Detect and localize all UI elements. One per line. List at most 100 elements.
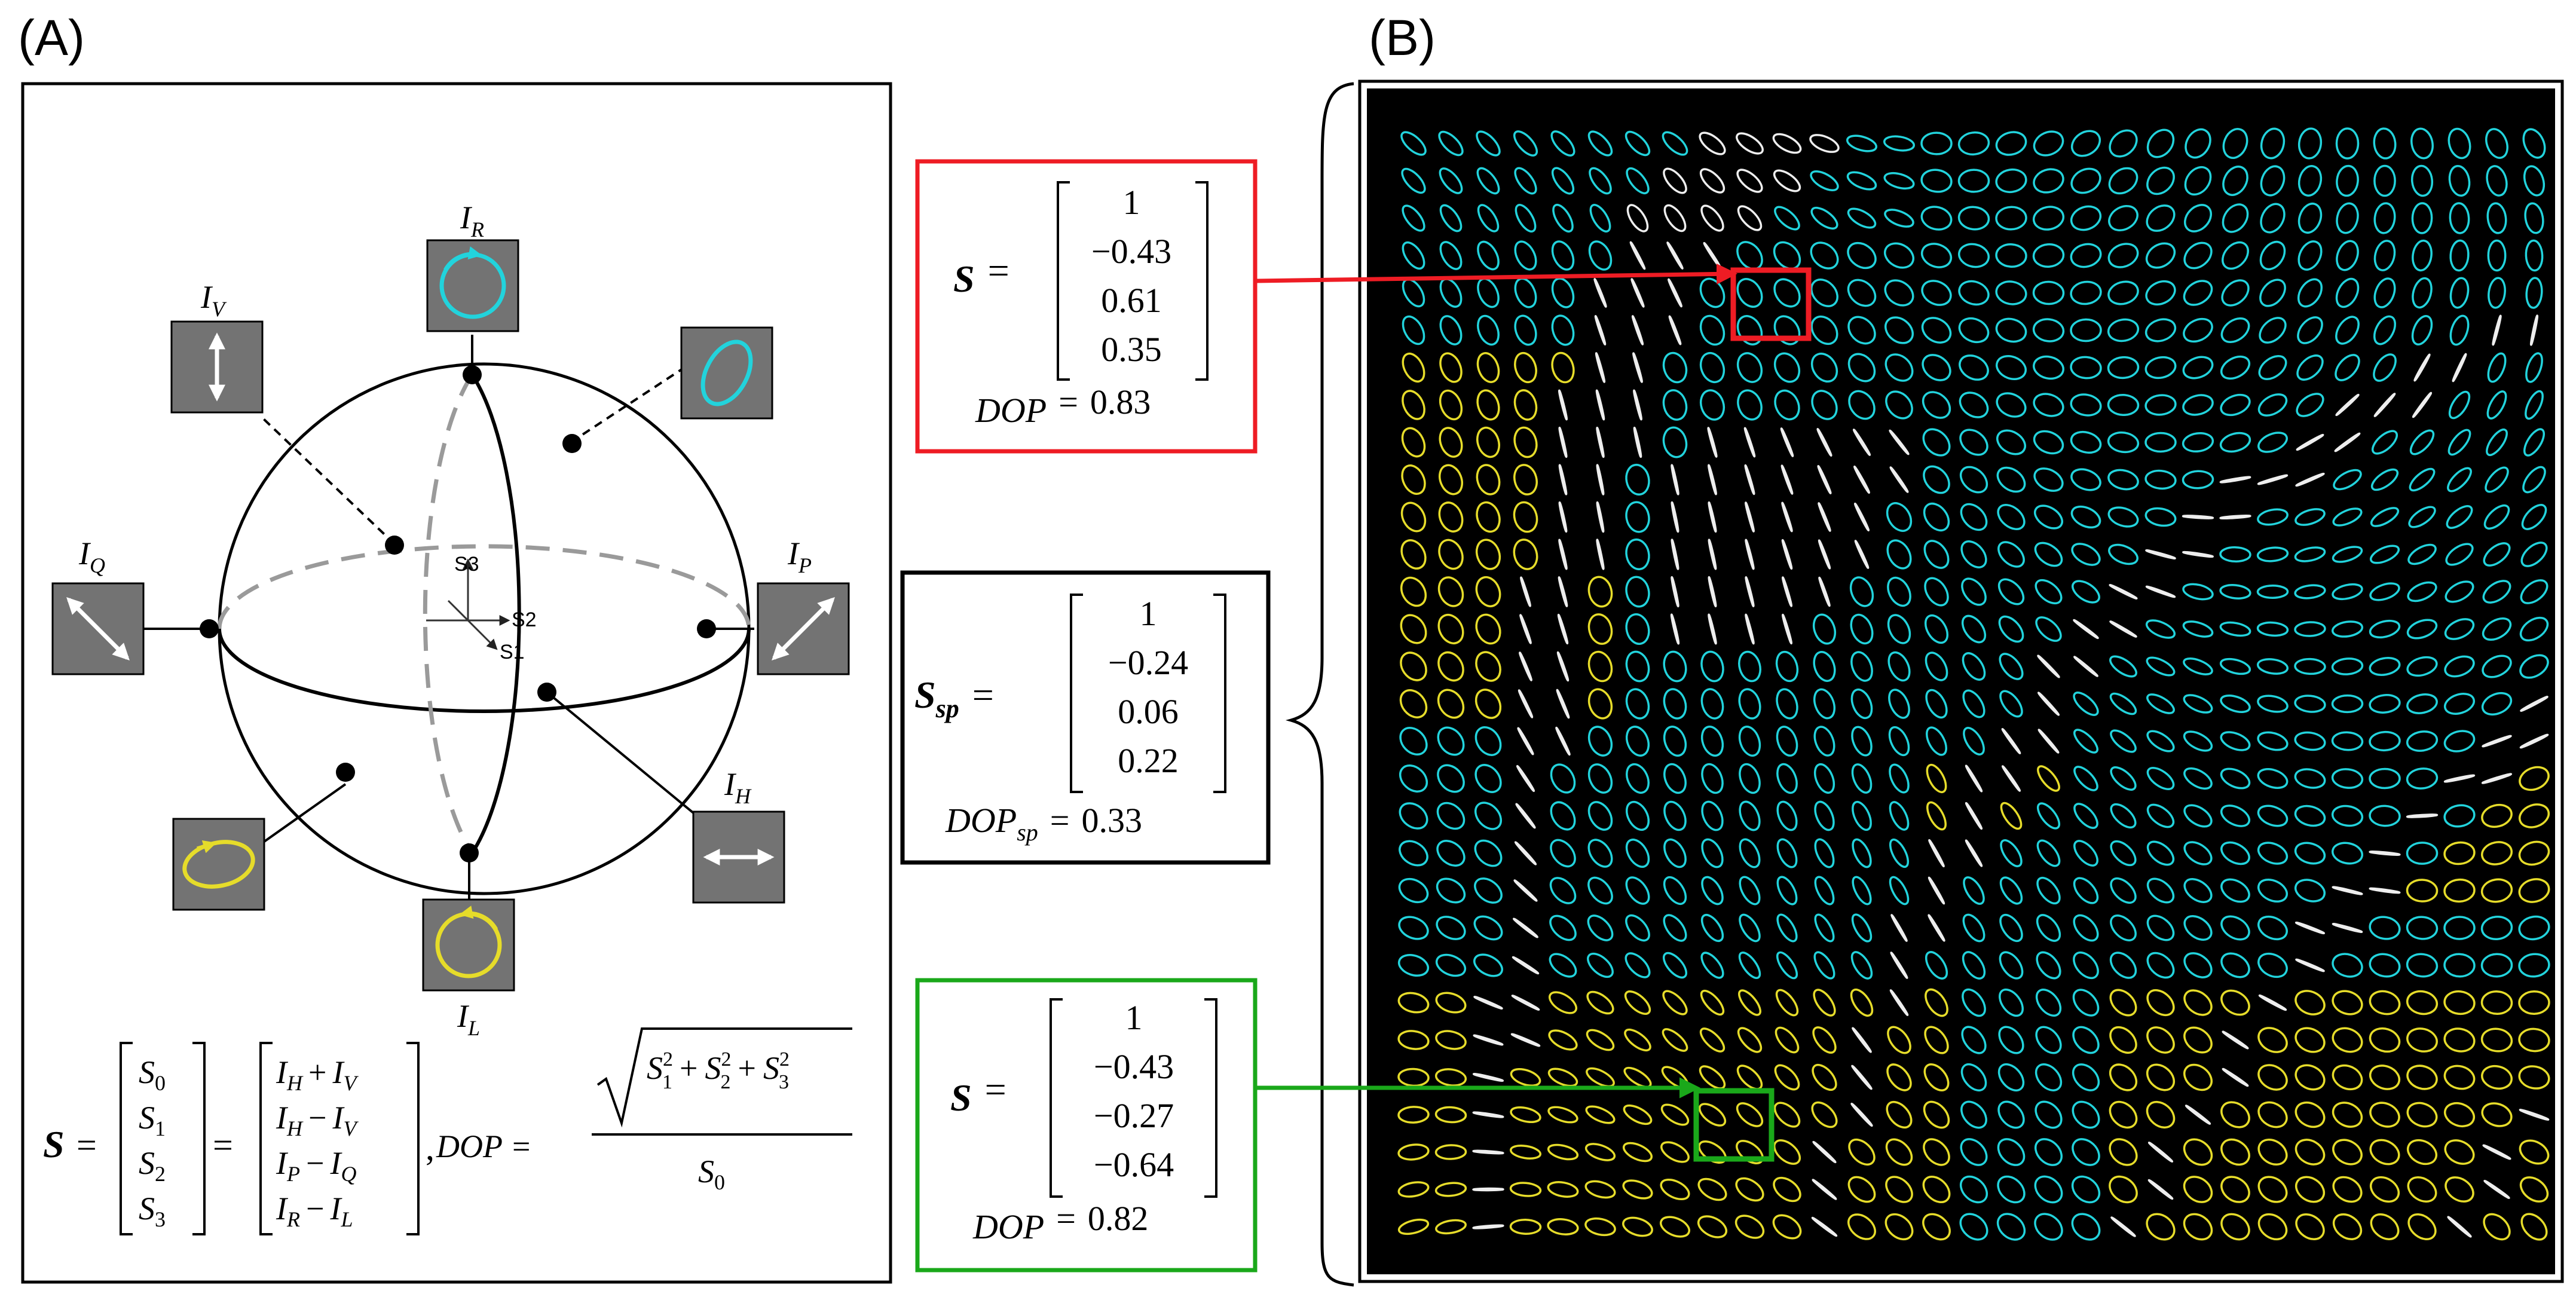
polarization-ellipse	[1816, 427, 1832, 457]
polarization-ellipse	[2108, 543, 2138, 565]
polarization-ellipse	[2146, 877, 2175, 904]
polarization-ellipse	[1922, 428, 1951, 457]
polarization-ellipse	[1958, 243, 1990, 268]
polarization-ellipse	[2257, 805, 2289, 827]
polarization-ellipse	[1708, 464, 1717, 495]
polarization-ellipse	[1399, 840, 1428, 867]
polarization-ellipse	[1996, 355, 2027, 380]
polarization-ellipse	[1698, 1103, 1727, 1127]
polarization-ellipse	[2183, 317, 2213, 343]
polarization-ellipse	[2257, 1213, 2288, 1241]
polarization-ellipse	[2260, 165, 2286, 197]
polarization-ellipse	[1589, 167, 1612, 195]
polarization-ellipse	[2373, 315, 2397, 345]
polarization-ellipse	[1515, 204, 1537, 233]
polarization-ellipse	[2488, 277, 2506, 309]
polarization-ellipse	[1625, 839, 1650, 868]
polarization-ellipse	[1924, 1026, 1949, 1054]
polarization-ellipse	[1401, 427, 1426, 458]
polarization-ellipse	[2073, 803, 2098, 829]
polarization-ellipse	[1549, 953, 1577, 978]
polarization-ellipse	[1847, 316, 1876, 345]
polarization-ellipse	[1700, 688, 1724, 720]
polarization-ellipse	[2486, 428, 2508, 457]
black-box-value-3: 0.22	[1118, 741, 1179, 780]
polarization-ellipse	[1474, 877, 1503, 904]
polarization-ellipse	[1850, 651, 1873, 682]
polarization-ellipse	[1660, 1103, 1690, 1126]
polarization-ellipse	[1772, 1214, 1802, 1240]
polarization-ellipse	[2257, 393, 2288, 417]
polarization-ellipse	[1626, 167, 1650, 195]
polarization-ellipse	[2332, 953, 2363, 978]
polarization-ellipse	[2369, 851, 2401, 856]
black-box-value-2: 0.06	[1118, 692, 1179, 731]
polarization-ellipse	[1700, 650, 1724, 683]
polarization-ellipse	[1587, 726, 1613, 757]
state-icon-ih	[692, 810, 785, 904]
polarization-ellipse	[1510, 1033, 1541, 1047]
polarization-ellipse	[1809, 134, 1840, 153]
polarization-ellipse	[1662, 426, 1688, 458]
polarization-ellipse	[2449, 277, 2470, 309]
polarization-ellipse	[1511, 995, 1540, 1011]
polarization-ellipse	[1887, 1026, 1911, 1054]
polarization-ellipse	[2036, 839, 2061, 867]
polarization-ellipse	[1887, 651, 1911, 682]
polarization-ellipse	[1626, 204, 1649, 233]
polarization-ellipse	[1959, 391, 1989, 418]
polarization-ellipse	[1811, 1216, 1838, 1237]
formula-eq-2: =	[213, 1125, 233, 1165]
polarization-ellipse	[1633, 426, 1642, 458]
polarization-ellipse	[2182, 620, 2214, 638]
polarization-ellipse	[2258, 355, 2287, 380]
polarization-ellipse	[1847, 1176, 1876, 1203]
curly-brace	[1285, 82, 1354, 1287]
polarization-ellipse	[1995, 168, 2027, 194]
polarization-ellipse	[2297, 240, 2323, 271]
polarization-ellipse	[1622, 1216, 1653, 1237]
polarization-ellipse	[2257, 474, 2289, 485]
polarization-ellipse	[2259, 317, 2287, 344]
polarization-ellipse	[1476, 130, 1501, 157]
polarization-ellipse	[1884, 242, 1914, 269]
polarization-ellipse	[1773, 352, 1801, 383]
polarization-ellipse	[2410, 164, 2434, 197]
polarization-ellipse	[2294, 805, 2326, 827]
polarization-ellipse	[2332, 842, 2363, 865]
polarization-ellipse	[2146, 952, 2175, 979]
polarization-ellipse	[2257, 508, 2289, 526]
polarization-ellipse	[1997, 1100, 2025, 1129]
polarization-ellipse	[2369, 694, 2401, 714]
polarization-ellipse	[2294, 1101, 2326, 1128]
polarization-ellipse	[1959, 1213, 1988, 1241]
polarization-ellipse	[2183, 241, 2213, 270]
stokes-formula: S = S0 S1 S2 S3 = IH+IV IH−IV IP−IQ IR−I…	[43, 1027, 852, 1235]
intensity-row-1: IH−IV	[276, 1100, 359, 1140]
polarization-ellipse	[1960, 1138, 1988, 1166]
polarization-ellipse	[2257, 768, 2289, 789]
polarization-ellipse	[1439, 427, 1463, 458]
polarization-ellipse	[2406, 1027, 2438, 1053]
polarization-ellipse	[1776, 763, 1798, 794]
polarization-ellipse	[1852, 876, 1872, 906]
polarization-ellipse	[1699, 277, 1726, 308]
polarization-ellipse	[1514, 277, 1537, 308]
polarization-ellipse	[1957, 169, 1990, 193]
polarization-ellipse	[1513, 879, 1538, 902]
polarization-ellipse	[1888, 726, 1910, 757]
polarization-ellipse	[1926, 801, 1947, 831]
polarization-ellipse	[1739, 763, 1761, 794]
polarization-ellipse	[2294, 879, 2326, 903]
polarization-ellipse	[2296, 393, 2324, 417]
state-label-iv: IV	[200, 279, 227, 321]
polarization-ellipse	[1960, 503, 1988, 531]
polarization-ellipse	[1697, 1215, 1728, 1238]
polarization-ellipse	[1593, 278, 1607, 308]
polarization-ellipse	[1558, 426, 1568, 458]
polarization-ellipse	[2518, 1065, 2550, 1090]
polarization-ellipse	[1708, 613, 1717, 645]
polarization-ellipse	[2070, 393, 2102, 417]
polarization-ellipse	[2369, 1102, 2400, 1128]
polarization-ellipse	[2257, 1139, 2288, 1166]
